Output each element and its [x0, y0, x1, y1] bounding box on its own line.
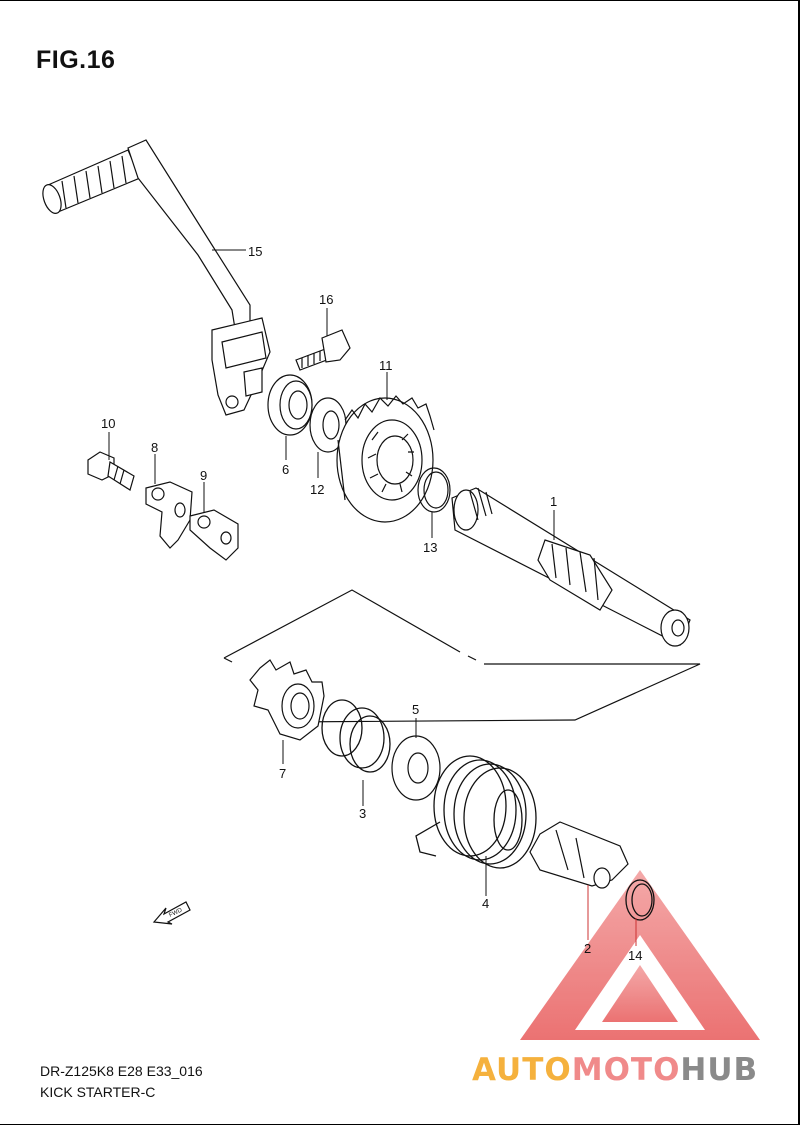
part-plate-9	[189, 509, 239, 561]
callout-12: 12	[310, 482, 324, 497]
watermark-text-hub: HUB	[680, 1052, 758, 1088]
figure-title: FIG.16	[36, 46, 116, 74]
part-circlip-13	[417, 467, 451, 513]
callout-8: 8	[151, 440, 158, 455]
part-plate-8	[145, 481, 193, 549]
callout-10: 10	[101, 416, 115, 431]
watermark-logo: AUTOMOTOHUB	[472, 1052, 758, 1088]
callout-15: 15	[248, 244, 262, 259]
part-spring-3	[321, 699, 391, 773]
callout-7: 7	[279, 766, 286, 781]
fwd-arrow-label: FWD	[168, 907, 184, 918]
part-kick-lever	[42, 139, 271, 416]
bottom-border	[0, 1124, 800, 1125]
watermark-triangle	[520, 870, 760, 1040]
watermark-text-moto: MOTO	[572, 1052, 681, 1088]
callout-3: 3	[359, 806, 366, 821]
model-code: DR-Z125K8 E28 E33_016	[40, 1063, 203, 1079]
section-name: KICK STARTER-C	[40, 1084, 156, 1100]
leader-lines	[108, 249, 637, 946]
callout-11: 11	[379, 358, 393, 373]
part-return-spring-4	[415, 755, 537, 869]
callout-13: 13	[423, 540, 437, 555]
callout-1: 1	[550, 494, 557, 509]
callout-5: 5	[412, 702, 419, 717]
svg-text:AUTOMOTOHUB: AUTOMOTOHUB	[472, 1052, 758, 1088]
part-bolt-16	[295, 329, 351, 371]
top-border	[0, 0, 800, 1]
watermark-text-auto: AUTO	[472, 1052, 572, 1088]
part-oil-seal-6	[267, 374, 313, 436]
callout-14: 14	[628, 948, 642, 963]
right-border	[798, 0, 800, 1125]
part-washer-5	[391, 735, 441, 801]
callout-2: 2	[584, 941, 591, 956]
callout-4: 4	[482, 896, 489, 911]
callout-6: 6	[282, 462, 289, 477]
part-kick-gear-11	[336, 395, 435, 523]
part-circlip-14	[625, 879, 655, 921]
part-kick-shaft-1	[451, 487, 691, 647]
callout-9: 9	[200, 468, 207, 483]
assembly-outline	[223, 589, 701, 723]
fwd-arrow-icon: FWD	[152, 901, 191, 925]
part-bolt-10	[87, 451, 135, 491]
callout-labels: 15 16 11 10 8 9 6 12 13 1 5 7 3 4 2 14	[101, 244, 642, 963]
part-drive-gear-7	[249, 659, 325, 741]
part-guide-2	[529, 821, 629, 889]
callout-16: 16	[319, 292, 333, 307]
